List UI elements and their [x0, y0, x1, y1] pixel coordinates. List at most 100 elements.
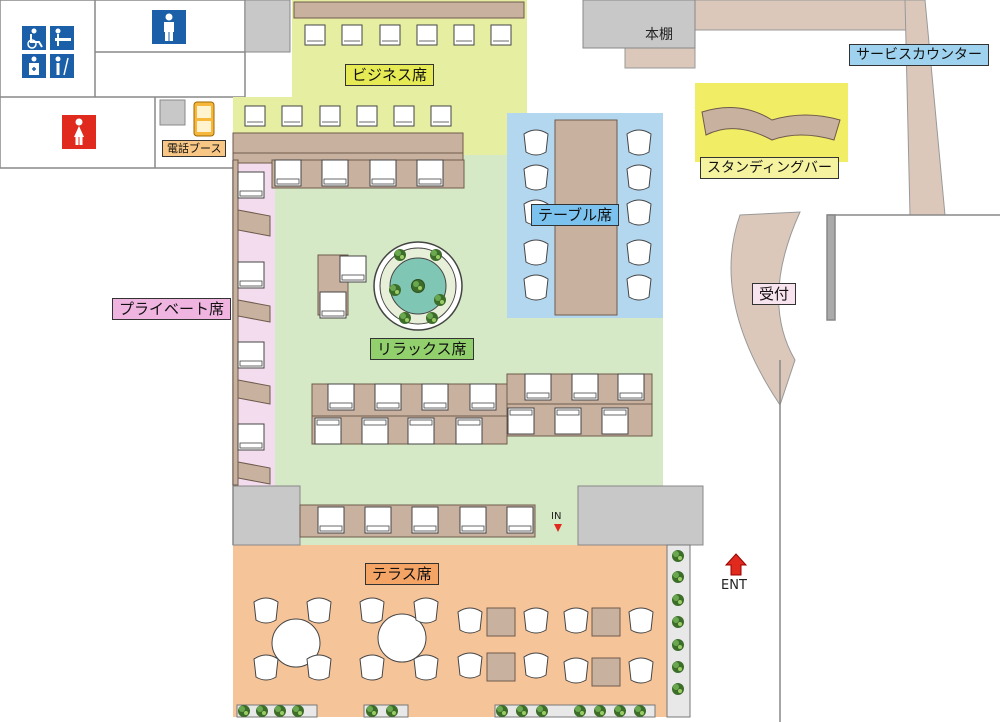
- terrace-chair: [413, 597, 439, 624]
- business-seats-label: ビジネス席: [345, 64, 435, 86]
- plant: [594, 705, 606, 717]
- table-chair: [626, 164, 652, 191]
- business-chair: [341, 24, 363, 46]
- plant: [256, 705, 268, 717]
- reception-label: 受付: [752, 283, 797, 305]
- terrace-chair: [359, 654, 385, 681]
- table-chair: [523, 129, 549, 156]
- entrance-label: ENT: [721, 578, 747, 593]
- relax-chair: [317, 506, 345, 534]
- relax-chair: [361, 417, 389, 445]
- terrace-chair: [523, 652, 549, 679]
- business-chair: [430, 105, 452, 127]
- terrace-square-tables: [486, 607, 621, 687]
- men-restroom-icon: [152, 10, 186, 44]
- table-chair: [523, 164, 549, 191]
- terrace-chair: [359, 597, 385, 624]
- plant: [516, 705, 528, 717]
- business-chair: [356, 105, 378, 127]
- baby-changing-icon: [50, 26, 74, 50]
- business-chair: [244, 105, 266, 127]
- plant: [614, 705, 626, 717]
- relax-chair: [407, 417, 435, 445]
- plant: [672, 616, 684, 628]
- relax-chair: [601, 407, 629, 435]
- terrace-chair: [563, 657, 589, 684]
- terrace-chair: [457, 607, 483, 634]
- cleaning-icon: [50, 54, 74, 78]
- business-chair: [453, 24, 475, 46]
- plant: [389, 284, 401, 296]
- in-label: IN: [551, 511, 562, 522]
- relax-chair: [369, 159, 397, 187]
- relax-chair: [319, 291, 347, 319]
- private-chair: [237, 341, 265, 369]
- terrace-chair: [457, 652, 483, 679]
- terrace-chair: [413, 654, 439, 681]
- women-restroom-icon: [62, 115, 96, 149]
- relax-chair: [554, 407, 582, 435]
- entrance-arrow-icon: [724, 553, 748, 576]
- relax-chair: [455, 417, 483, 445]
- plant: [274, 705, 286, 717]
- relax-chair: [421, 383, 449, 411]
- terrace-chair: [628, 657, 654, 684]
- plant: [672, 683, 684, 695]
- plant: [672, 661, 684, 673]
- table-chair: [626, 129, 652, 156]
- terrace-chair: [563, 607, 589, 634]
- private-chair: [237, 171, 265, 199]
- table-chair: [626, 274, 652, 301]
- plant: [672, 639, 684, 651]
- terrace-chair: [523, 607, 549, 634]
- business-chair: [393, 105, 415, 127]
- table-chair: [523, 239, 549, 266]
- bookshelf-label: 本棚: [645, 27, 673, 43]
- standing-bar-label: スタンディングバー: [700, 157, 840, 179]
- plant: [412, 280, 424, 292]
- plant: [672, 550, 684, 562]
- relax-chair: [364, 506, 392, 534]
- plant: [238, 705, 250, 717]
- relax-chair: [274, 159, 302, 187]
- plant: [672, 594, 684, 606]
- reception-counter: [730, 211, 801, 407]
- relax-chair: [459, 506, 487, 534]
- ostomate-icon: [22, 54, 46, 78]
- relax-seats-label: リラックス席: [370, 338, 474, 360]
- plant: [366, 705, 378, 717]
- plant: [430, 249, 442, 261]
- relax-chair: [617, 373, 645, 401]
- relax-chair: [321, 159, 349, 187]
- private-seats-label: プライベート席: [112, 298, 232, 320]
- table-seats-label: テーブル席: [531, 204, 620, 226]
- relax-chair: [327, 383, 355, 411]
- terrace-seats-label: テラス席: [365, 563, 439, 585]
- plant: [434, 294, 446, 306]
- service-counter-label: サービスカウンター: [849, 44, 989, 66]
- terrace-tables: [271, 613, 427, 668]
- terrace-chair: [253, 597, 279, 624]
- plant: [399, 312, 411, 324]
- table-chair: [626, 239, 652, 266]
- business-chair: [379, 24, 401, 46]
- plant: [496, 705, 508, 717]
- relax-chair: [374, 383, 402, 411]
- table-chair: [523, 274, 549, 301]
- wheelchair-icon: [22, 26, 46, 50]
- relax-chair: [469, 383, 497, 411]
- business-chair: [304, 24, 326, 46]
- relax-chair: [411, 506, 439, 534]
- relax-chair: [507, 407, 535, 435]
- relax-chair: [416, 159, 444, 187]
- business-desks: [232, 1, 525, 164]
- phone-booth-label: 電話ブース: [162, 140, 227, 157]
- plant: [672, 571, 684, 583]
- private-booths: [232, 159, 271, 486]
- terrace-chair: [253, 654, 279, 681]
- mobile-phone-icon: [193, 101, 215, 137]
- plant: [536, 705, 548, 717]
- private-chair: [237, 423, 265, 451]
- relax-chair: [339, 255, 367, 283]
